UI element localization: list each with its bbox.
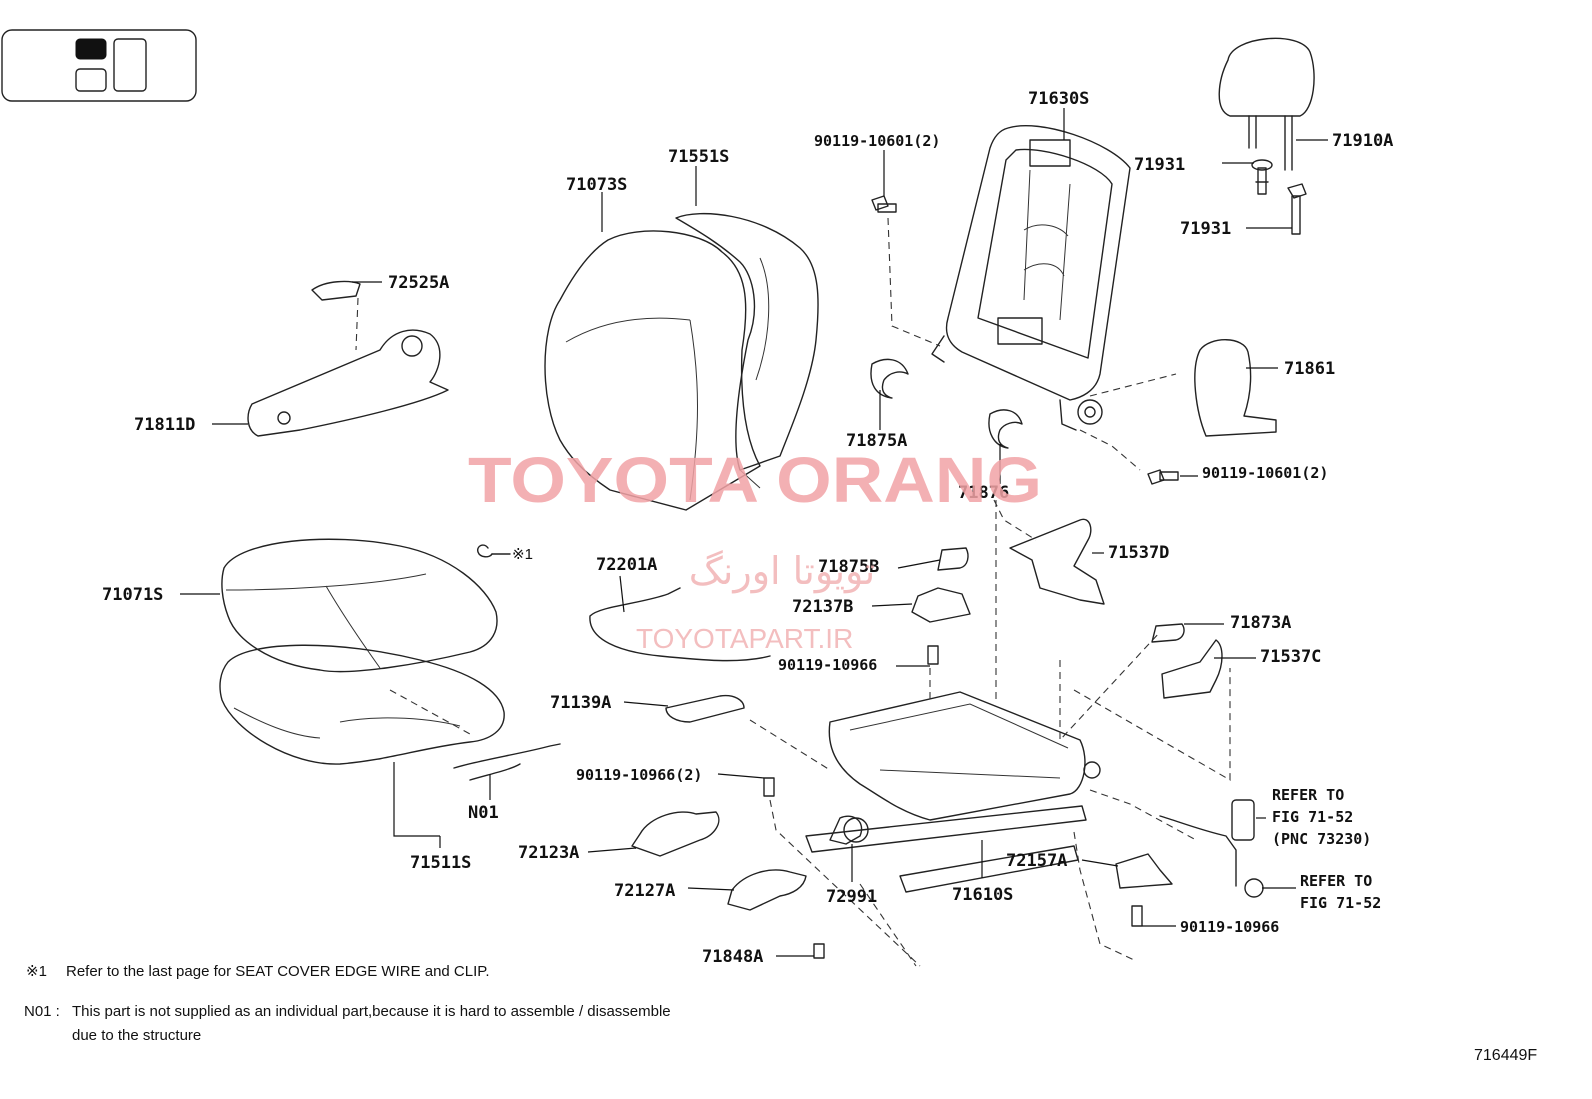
seat-cushion-cover-drawing bbox=[221, 538, 498, 673]
label-71511S: 71511S bbox=[410, 853, 471, 873]
headrest-guide-drawing bbox=[1251, 159, 1307, 235]
label-71537D: 71537D bbox=[1108, 543, 1169, 563]
label-90119-10601-2-top: 90119-10601(2) bbox=[814, 132, 940, 150]
refer-seatbelt-line2: FIG 71-52 bbox=[1272, 808, 1353, 826]
watermark-url: TOYOTAPART.IR bbox=[636, 623, 853, 654]
label-N01: N01 bbox=[468, 803, 499, 823]
label-71876: 71876 bbox=[958, 483, 1009, 503]
label-72991: 72991 bbox=[826, 887, 877, 907]
label-71931-a: 71931 bbox=[1134, 155, 1185, 175]
footnote1-text: Refer to the last page for SEAT COVER ED… bbox=[66, 963, 490, 980]
seatback-frame-drawing bbox=[931, 124, 1131, 431]
label-71873A: 71873A bbox=[1230, 613, 1291, 633]
watermark-persian: تویوتا اورنگ bbox=[689, 549, 876, 594]
label-71861: 71861 bbox=[1284, 359, 1335, 379]
lever-drawing bbox=[665, 694, 745, 723]
label-72137B: 72137B bbox=[792, 597, 853, 617]
label-90119-10966-mid: 90119-10966 bbox=[778, 656, 877, 674]
bolt-drawing-top bbox=[871, 195, 897, 213]
footnote-n01-line2: due to the structure bbox=[72, 1027, 201, 1044]
label-90119-10966-2: 90119-10966(2) bbox=[576, 766, 702, 784]
hinge-cover-drawing bbox=[1194, 339, 1277, 437]
label-71073S: 71073S bbox=[566, 175, 627, 195]
bolt-drawing-right bbox=[1147, 469, 1179, 485]
edge-wire-drawing bbox=[589, 587, 771, 662]
label-ref1: ※1 bbox=[512, 546, 533, 563]
seat-cushion-pad-drawing bbox=[219, 644, 505, 765]
leader-lines bbox=[180, 108, 1328, 957]
footnote-n01-marker: N01 : bbox=[24, 1003, 60, 1020]
label-90119-10601-2-right: 90119-10601(2) bbox=[1202, 464, 1328, 482]
seatback-cover-drawing bbox=[544, 212, 819, 511]
label-72201A: 72201A bbox=[596, 555, 657, 575]
footnote-n01-line1: This part is not supplied as an individu… bbox=[72, 1003, 671, 1020]
label-71537C: 71537C bbox=[1260, 647, 1321, 667]
label-71610S: 71610S bbox=[952, 885, 1013, 905]
seatbelt-buckle-drawing bbox=[1159, 799, 1264, 898]
assembly-lines bbox=[355, 217, 1231, 967]
bolt-drawing-misc bbox=[763, 645, 1143, 959]
label-71875A: 71875A bbox=[846, 431, 907, 451]
label-71811D: 71811D bbox=[134, 415, 195, 435]
watermark-main: TOYOTA ORANG bbox=[468, 444, 1042, 516]
label-72127A: 72127A bbox=[614, 881, 675, 901]
side-shield-drawing bbox=[247, 280, 449, 437]
label-72123A: 72123A bbox=[518, 843, 579, 863]
trim-cover-drawing bbox=[911, 518, 1223, 889]
label-71551S: 71551S bbox=[668, 147, 729, 167]
footnote1-marker: ※1 bbox=[26, 963, 47, 980]
refer-anchor-line2: FIG 71-52 bbox=[1300, 894, 1381, 912]
figure-id: 716449F bbox=[1474, 1047, 1537, 1064]
label-71071S: 71071S bbox=[102, 585, 163, 605]
label-90119-10966-bottom: 90119-10966 bbox=[1180, 918, 1279, 936]
headrest-drawing bbox=[1218, 37, 1315, 171]
label-71875B: 71875B bbox=[818, 557, 879, 577]
label-71139A: 71139A bbox=[550, 693, 611, 713]
label-71931-b: 71931 bbox=[1180, 219, 1231, 239]
clip-drawing bbox=[476, 544, 511, 558]
label-71630S: 71630S bbox=[1028, 89, 1089, 109]
seat-position-icon bbox=[1, 29, 197, 102]
label-72157A: 72157A bbox=[1006, 851, 1067, 871]
label-72525A: 72525A bbox=[388, 273, 449, 293]
refer-seatbelt-line1: REFER TO bbox=[1272, 786, 1344, 804]
label-71848A: 71848A bbox=[702, 947, 763, 967]
label-71910A: 71910A bbox=[1332, 131, 1393, 151]
seat-pad-drawing bbox=[631, 811, 807, 911]
refer-seatbelt-line3: (PNC 73230) bbox=[1272, 830, 1371, 848]
wire-drawing bbox=[453, 743, 561, 781]
refer-anchor-line1: REFER TO bbox=[1300, 872, 1372, 890]
